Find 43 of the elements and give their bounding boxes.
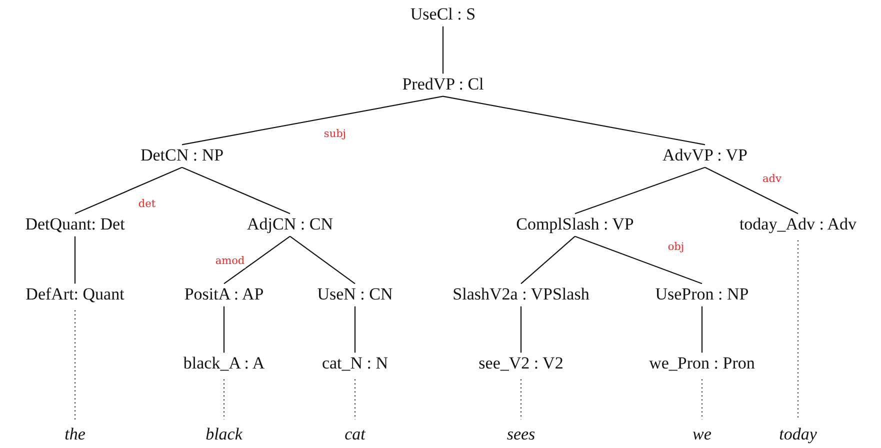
- tree-node-label: today_Adv : Adv: [737, 212, 859, 238]
- tree-branch: [520, 306, 522, 353]
- word-label: cat: [342, 422, 368, 448]
- tree-node-label: AdjCN : CN: [245, 212, 335, 238]
- tree-branch: [223, 306, 225, 353]
- tree-node-label: black_A : A: [181, 350, 267, 378]
- tree-node-label: SlashV2a : VPSlash: [450, 282, 592, 308]
- tree-branch: [442, 96, 706, 146]
- tree-node-label: UseCl : S: [408, 2, 478, 28]
- tree-node-label: DetCN : NP: [138, 142, 226, 170]
- tree-node-label: cat_N : N: [320, 350, 390, 378]
- tree-branch: [704, 166, 798, 214]
- edge-label: obj: [666, 242, 686, 254]
- tree-branch: [74, 166, 182, 214]
- tree-branch: [701, 306, 703, 353]
- word-label: the: [62, 422, 88, 448]
- tree-node-label: DetQuant: Det: [23, 212, 127, 238]
- word-label: black: [204, 422, 244, 448]
- edge-label: subj: [322, 129, 348, 141]
- tree-node-label: AdvVP : VP: [660, 142, 750, 170]
- tree-branch: [182, 96, 444, 146]
- tree-branch: [74, 236, 76, 284]
- tree-node-label: DefArt: Quant: [24, 282, 126, 308]
- tree-node-label: PredVP : Cl: [400, 72, 486, 98]
- tree-branch: [354, 306, 356, 353]
- tree-node-label: we_Pron : Pron: [647, 350, 757, 378]
- word-label: we: [690, 422, 714, 448]
- word-label: sees: [504, 422, 538, 448]
- tree-branch: [574, 166, 706, 214]
- tree-branch: [574, 236, 702, 284]
- tree-node-label: PositA : AP: [182, 282, 266, 308]
- tree-node-label: UsePron : NP: [653, 282, 751, 308]
- tree-branch: [290, 236, 356, 284]
- tree-branch: [520, 236, 576, 284]
- edge-label: amod: [214, 256, 246, 268]
- tree-node-label: see_V2 : V2: [476, 350, 566, 378]
- dotted-line: [74, 310, 76, 420]
- tree-branch: [224, 236, 290, 284]
- tree-node-label: ComplSlash : VP: [514, 212, 636, 238]
- tree-node-label: UseN : CN: [315, 282, 395, 308]
- tree-branch: [442, 26, 444, 74]
- word-label: today: [777, 422, 819, 448]
- tree-branch: [182, 166, 290, 214]
